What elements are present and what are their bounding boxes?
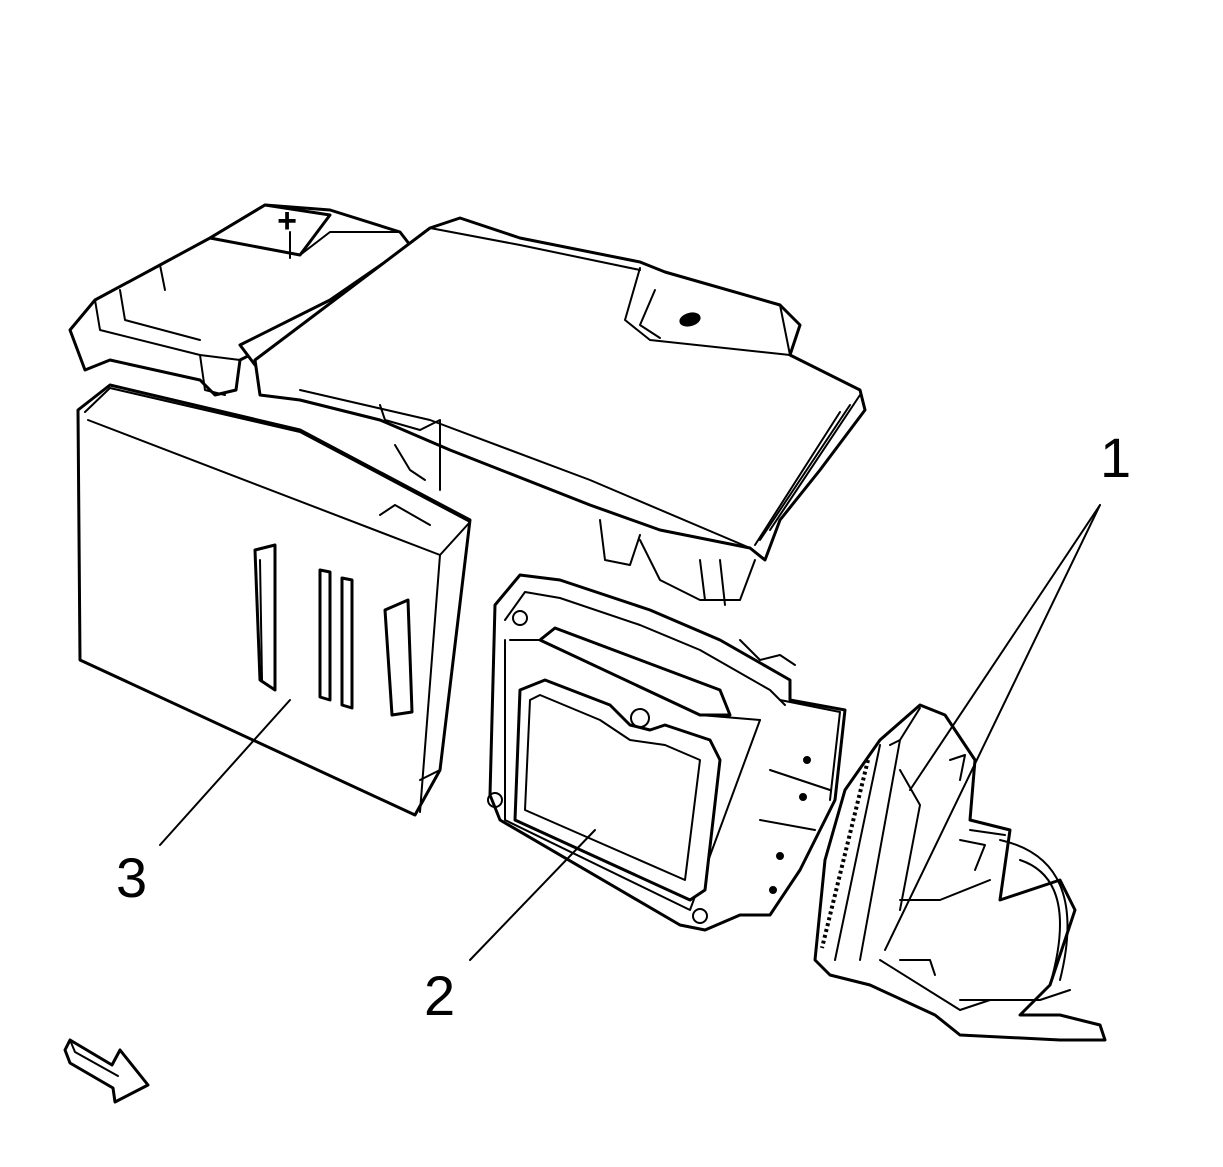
leader-lines	[159, 504, 1101, 961]
direction-arrow-icon	[63, 1038, 150, 1104]
leader-line-1a	[909, 504, 1101, 791]
callout-1: 1	[1100, 426, 1132, 489]
callout-3: 3	[116, 846, 148, 909]
leader-line-2	[469, 829, 596, 961]
battery-plus-symbol: +	[277, 202, 297, 240]
harness-connector	[813, 703, 1107, 1042]
control-module	[487, 573, 847, 932]
leader-line-3	[159, 699, 291, 846]
battery-tray	[253, 216, 867, 606]
leader-line-1b	[884, 504, 1101, 951]
callout-2: 2	[424, 964, 456, 1027]
module-cover	[76, 383, 472, 817]
